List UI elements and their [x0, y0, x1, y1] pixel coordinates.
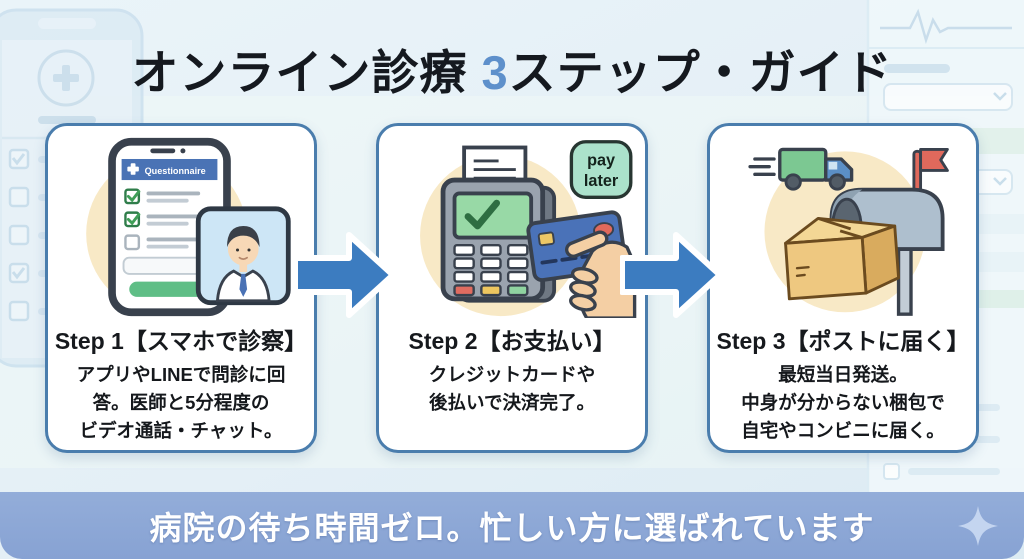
- step3-description: 最短当日発送。 中身が分からない梱包で 自宅やコンビニに届く。: [741, 364, 945, 442]
- package-box-icon: [784, 216, 900, 301]
- hand-icon: [565, 230, 637, 318]
- step1-description: アプリやLINEで問診に回 答。医師と5分程度の ビデオ通話・チャット。: [76, 364, 286, 442]
- step2-description: クレジットカードや 後払いで決済完了。: [428, 364, 596, 414]
- title-highlight-number: 3: [481, 46, 509, 99]
- arrow-step2-to-step3-icon: [620, 232, 723, 318]
- banner-tagline: 病院の待ち時間ゼロ。忙しい方に選ばれています: [149, 509, 875, 546]
- page-title: オンライン診療 3ステップ・ガイド: [0, 34, 1024, 103]
- steps-row: Questionnaire: [45, 123, 979, 453]
- questionnaire-header-label: Questionnaire: [145, 166, 206, 176]
- bottom-banner: 病院の待ち時間ゼロ。忙しい方に選ばれています: [0, 492, 1024, 559]
- svg-text:later: later: [584, 172, 619, 190]
- pay-later-badge: pay later: [569, 140, 633, 199]
- delivery-mailbox-illustration: [748, 147, 949, 316]
- sparkle-icon: [958, 505, 998, 546]
- delivery-truck-icon: [748, 147, 854, 191]
- arrow-step1-to-step2-icon: [293, 232, 396, 318]
- step1-card: Questionnaire: [45, 123, 317, 453]
- step3-heading: Step 3【ポストに届く】: [716, 328, 970, 354]
- svg-text:pay: pay: [587, 152, 615, 170]
- doctor-video-thumbnail: [195, 206, 291, 306]
- step3-card: Step 3【ポストに届く】 最短当日発送。 中身が分からない梱包で 自宅やコン…: [707, 123, 979, 453]
- step2-card: pay later Step 2【お支払い】 クレジットカードや 後払いで決済完…: [376, 123, 648, 453]
- smartphone-questionnaire-illustration: Questionnaire: [86, 137, 291, 317]
- step2-heading: Step 2【お支払い】: [408, 328, 616, 354]
- title-part1: オンライン診療: [131, 46, 482, 99]
- step1-heading: Step 1【スマホで診察】: [54, 328, 308, 354]
- title-part2: ステップ・ガイド: [508, 46, 893, 99]
- payment-terminal-illustration: pay later: [420, 140, 637, 318]
